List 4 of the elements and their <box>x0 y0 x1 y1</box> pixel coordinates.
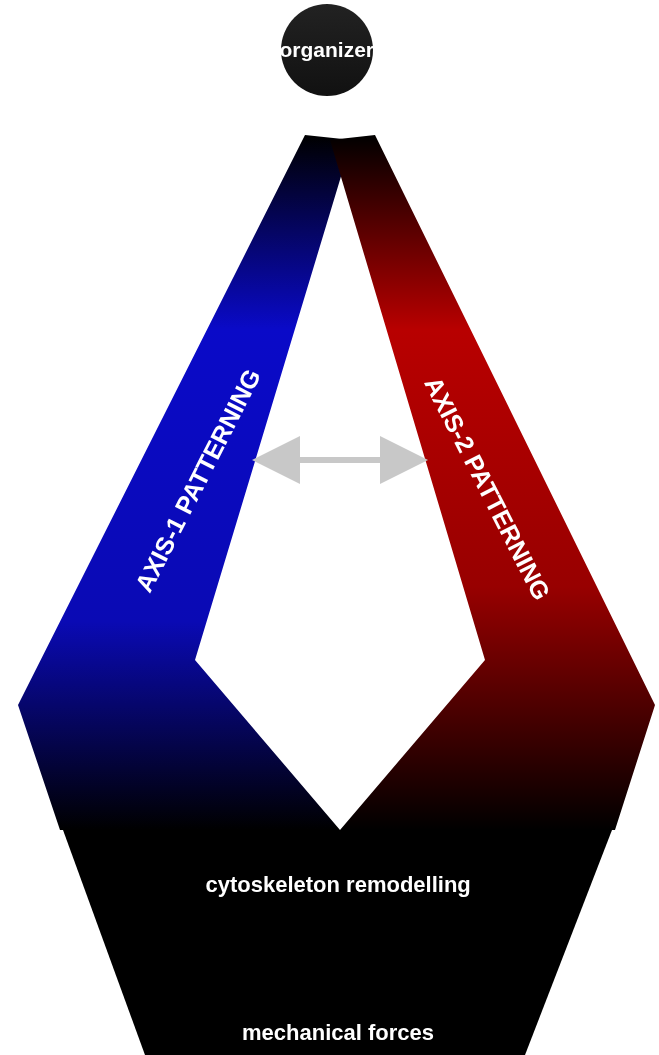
double-arrow <box>252 436 428 484</box>
node-label: cytoskeleton remodelling <box>205 872 471 898</box>
node-label: mechanical forces <box>242 1020 434 1046</box>
node-label: organizer <box>279 38 375 62</box>
